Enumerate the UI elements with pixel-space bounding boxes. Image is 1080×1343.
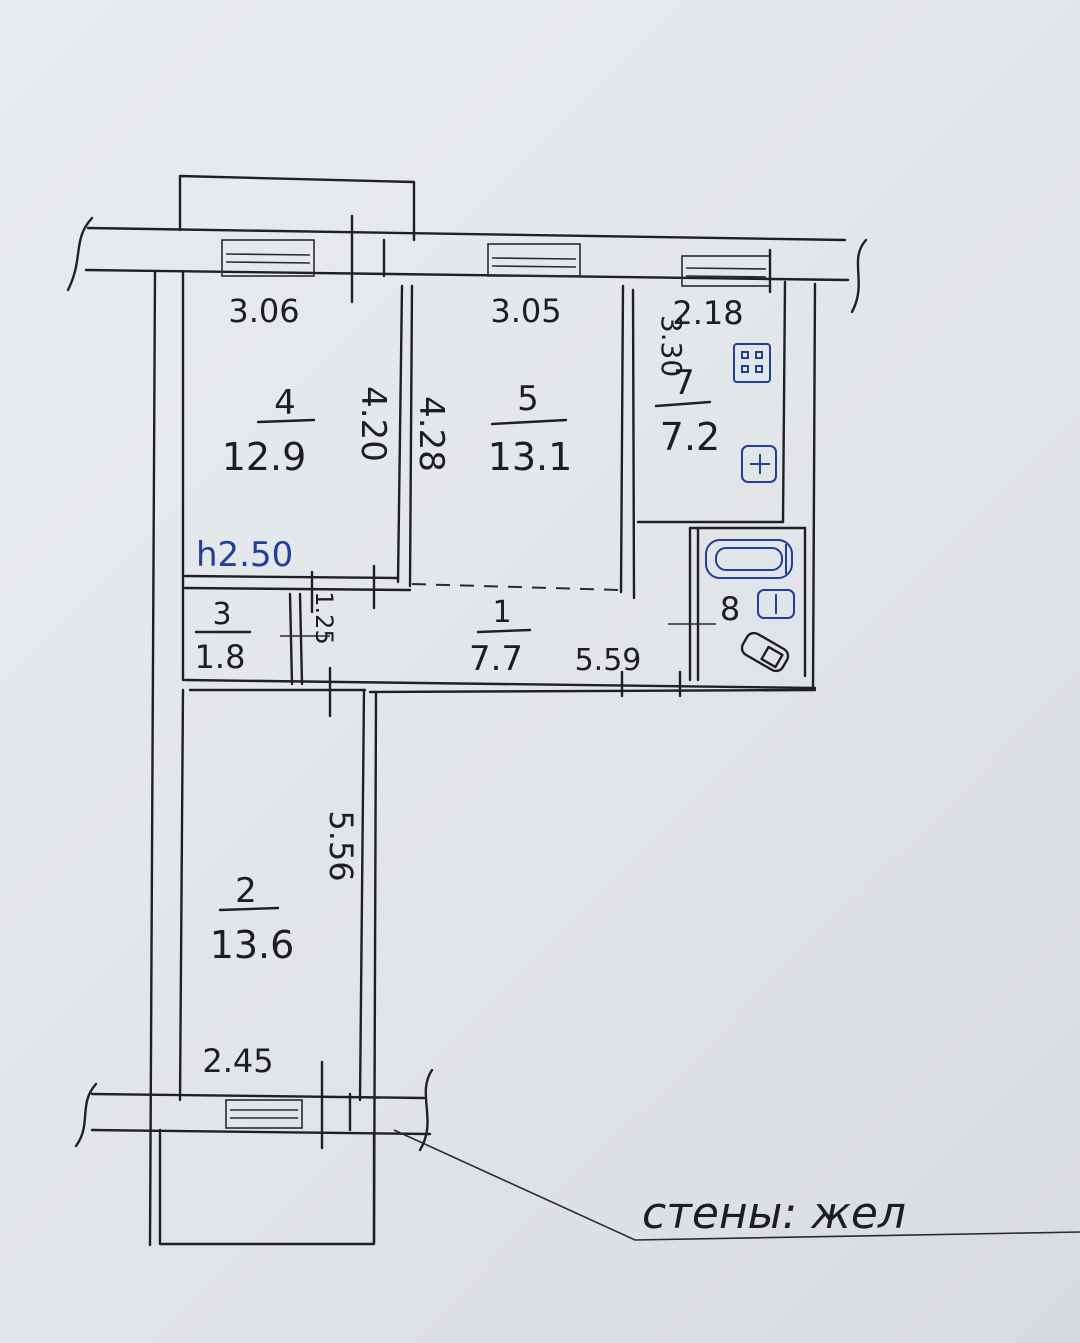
room-5-label: 5 13.1	[488, 379, 573, 479]
room-1-area: 7.7	[469, 639, 523, 679]
room-3-area: 1.8	[195, 638, 246, 676]
corridor-bottom-wall	[183, 666, 817, 718]
room-5-number: 5	[517, 379, 539, 419]
room-2-area: 13.6	[210, 923, 295, 967]
walls-note: стены: жел	[642, 1188, 906, 1239]
dimension-r4-width: 3.06	[228, 292, 299, 330]
bottom-exterior-wall	[74, 1060, 434, 1246]
dimension-r2-length: 5.56	[322, 810, 360, 881]
washbasin-icon	[757, 589, 795, 619]
window-room-4	[221, 239, 315, 277]
ceiling-height-label: h2.50	[196, 535, 293, 575]
partition-5-7	[619, 284, 636, 600]
toilet-icon	[740, 631, 790, 673]
dimension-r5-length: 4.28	[411, 396, 451, 472]
room-8-label: 8	[720, 590, 740, 628]
note-leader-line	[393, 1129, 1080, 1241]
room-4-label: 4 12.9	[222, 383, 316, 479]
dimension-corridor-length: 5.59	[575, 643, 642, 678]
dimension-r7-width: 2.18	[672, 294, 743, 332]
room-7-label: 7 7.2	[654, 363, 720, 459]
top-exterior-wall	[66, 174, 868, 314]
opening-5-corridor	[411, 583, 621, 591]
dimension-r4-length: 4.20	[353, 386, 393, 462]
sink-icon	[741, 445, 777, 483]
bathtub-icon	[705, 539, 793, 579]
room-3-label: 3 1.8	[195, 597, 252, 676]
window-room-7	[681, 248, 772, 294]
room-1-label: 1 7.7	[469, 595, 532, 679]
dimension-r5-width: 3.05	[490, 292, 561, 330]
left-exterior-wall	[148, 270, 185, 1247]
room-4-bottom-wall	[183, 574, 412, 592]
dimension-r2-width: 2.45	[202, 1042, 273, 1080]
room-3-walls	[280, 564, 376, 686]
room-1-number: 1	[492, 595, 511, 630]
bathroom-walls	[636, 520, 807, 682]
room-5-area: 13.1	[488, 435, 573, 479]
room-7-number: 7	[673, 363, 695, 403]
room-4-number: 4	[274, 383, 296, 423]
right-exterior-wall	[781, 280, 817, 692]
room-8-number: 8	[720, 590, 740, 628]
dimension-r3-length: 1.25	[310, 591, 338, 644]
window-room-5	[487, 243, 581, 277]
room-4-area: 12.9	[222, 435, 307, 479]
room-7-area: 7.2	[660, 415, 720, 459]
stove-icon	[733, 343, 771, 383]
partition-4-5	[396, 284, 414, 588]
room-3-number: 3	[212, 597, 231, 632]
dimension-r7-length: 3.30	[655, 315, 688, 377]
room-2-label: 2 13.6	[210, 871, 295, 967]
room-2-number: 2	[235, 871, 257, 911]
balcony-door	[350, 214, 386, 304]
